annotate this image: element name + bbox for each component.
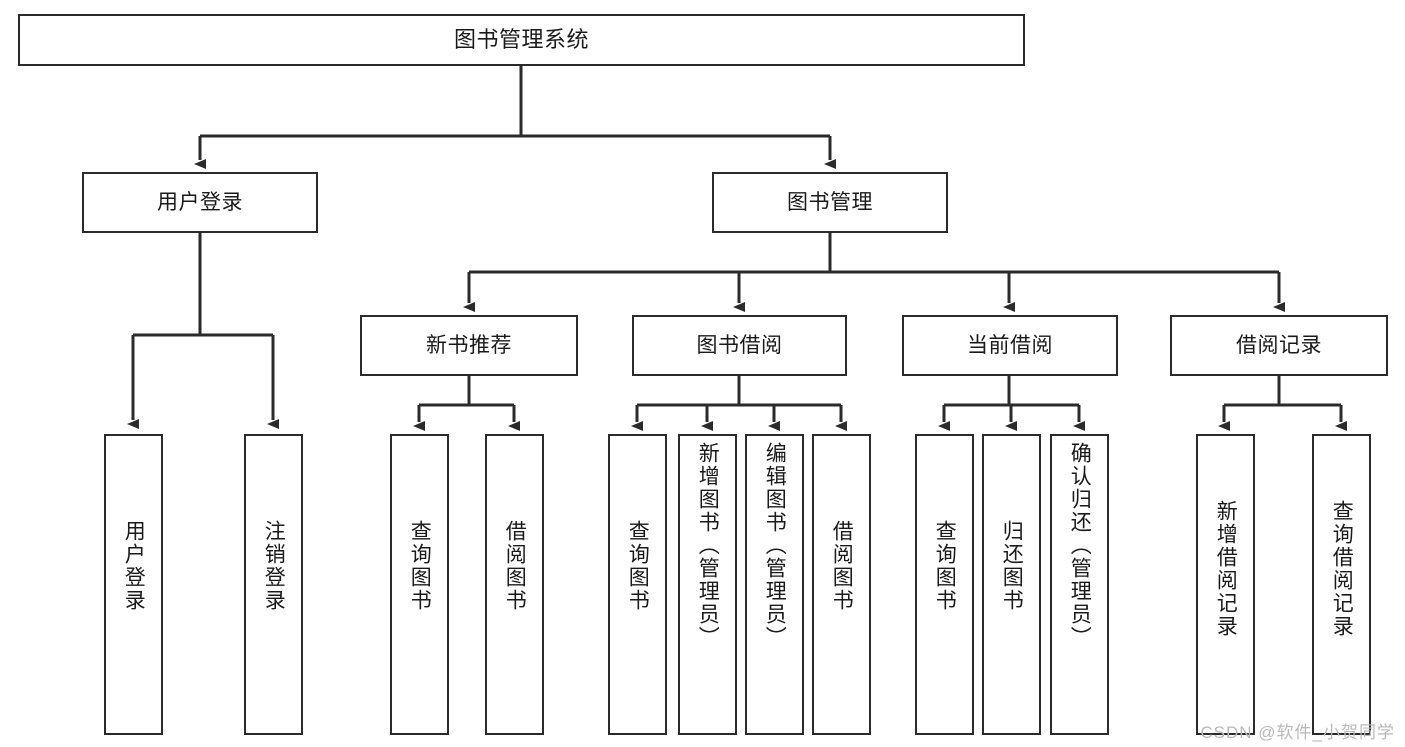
- node-label: 新书推荐: [426, 333, 512, 357]
- node-label: 用户登录: [157, 190, 243, 214]
- watermark: CSDN @软件_小贺同学: [1200, 723, 1395, 742]
- leaf-borrow-records-query-record[interactable]: 查询借阅记录: [1312, 434, 1371, 735]
- node-label: 图书管理: [787, 190, 873, 214]
- node-label: 用户登录: [122, 520, 146, 612]
- leaf-borrow-records-add-record[interactable]: 新增借阅记录: [1196, 434, 1255, 735]
- node-label: 注销登录: [262, 520, 286, 612]
- node-label: 查询图书: [933, 520, 957, 612]
- node-label: 归还图书: [1000, 520, 1024, 612]
- leaf-new-book-query-book[interactable]: 查询图书: [390, 434, 449, 735]
- node-new-book-recommend[interactable]: 新书推荐: [360, 315, 578, 376]
- node-book-borrow[interactable]: 图书借阅: [632, 315, 847, 376]
- node-label: 图书管理系统: [453, 26, 589, 52]
- leaf-book-borrow-add-book-admin[interactable]: 新增图书（管理员）: [678, 434, 737, 735]
- node-label: 借阅图书: [830, 520, 854, 612]
- leaf-book-borrow-query-book[interactable]: 查询图书: [608, 434, 667, 735]
- leaf-book-borrow-borrow-book[interactable]: 借阅图书: [812, 434, 871, 735]
- node-label: 新增借阅记录: [1214, 500, 1238, 638]
- leaf-current-borrow-confirm-return-admin[interactable]: 确认归还（管理员）: [1050, 434, 1109, 735]
- leaf-new-book-borrow-book[interactable]: 借阅图书: [485, 434, 544, 735]
- leaf-user-login-login[interactable]: 用户登录: [104, 434, 163, 735]
- node-label: 查询图书: [408, 520, 432, 612]
- node-book-management[interactable]: 图书管理: [712, 172, 948, 233]
- leaf-current-borrow-return-book[interactable]: 归还图书: [982, 434, 1041, 735]
- node-label: 借阅记录: [1236, 333, 1322, 357]
- node-current-borrow[interactable]: 当前借阅: [902, 315, 1118, 376]
- node-label: 编辑图书（管理员）: [763, 442, 787, 649]
- node-label: 查询借阅记录: [1330, 500, 1354, 638]
- node-label: 查询图书: [626, 520, 650, 612]
- node-label: 当前借阅: [967, 333, 1053, 357]
- node-user-login[interactable]: 用户登录: [82, 172, 318, 233]
- leaf-book-borrow-edit-book-admin[interactable]: 编辑图书（管理员）: [745, 434, 804, 735]
- node-label: 新增图书（管理员）: [696, 442, 720, 649]
- node-borrow-records[interactable]: 借阅记录: [1170, 315, 1388, 376]
- node-root-book-management-system[interactable]: 图书管理系统: [18, 14, 1025, 66]
- node-label: 图书借阅: [696, 333, 783, 357]
- leaf-user-login-logout[interactable]: 注销登录: [244, 434, 303, 735]
- node-label: 确认归还（管理员）: [1068, 442, 1092, 649]
- node-label: 借阅图书: [503, 520, 527, 612]
- leaf-current-borrow-query-book[interactable]: 查询图书: [915, 434, 974, 735]
